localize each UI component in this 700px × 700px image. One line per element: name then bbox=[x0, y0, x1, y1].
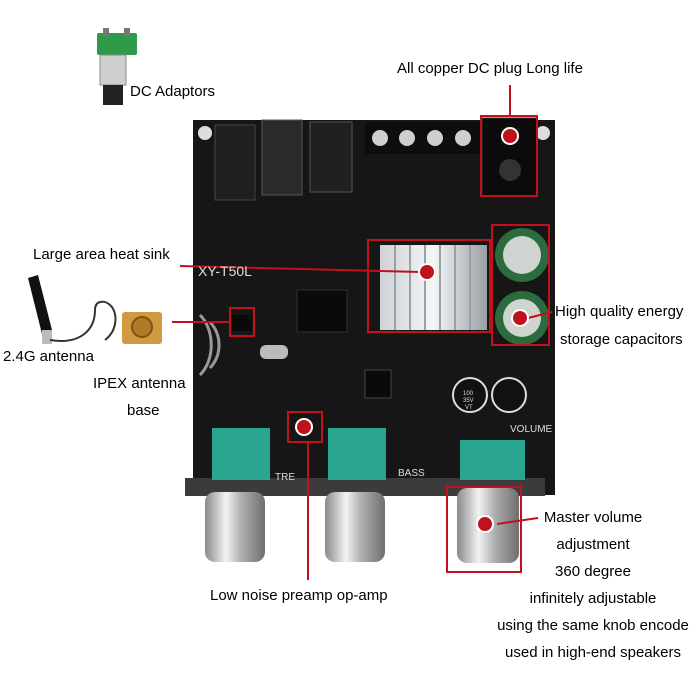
svg-text:BASS: BASS bbox=[398, 468, 425, 479]
svg-text:100: 100 bbox=[463, 391, 474, 397]
ipex-base-icon bbox=[122, 312, 162, 344]
label-dc-plug: All copper DC plug Long life bbox=[397, 60, 583, 77]
label-heat-sink: Large area heat sink bbox=[33, 246, 170, 263]
label-dc-adaptors: DC Adaptors bbox=[130, 83, 216, 100]
label-cap-1: High quality energy bbox=[555, 303, 684, 320]
label-opamp: Low noise preamp op-amp bbox=[210, 587, 388, 604]
callout-lines bbox=[172, 85, 553, 580]
board-model: XY-T50L bbox=[198, 263, 252, 279]
label-ipex-2: base bbox=[127, 402, 160, 419]
antenna-icon bbox=[28, 275, 117, 344]
dc-adaptor-icon bbox=[97, 28, 137, 105]
callout-dots bbox=[295, 127, 529, 533]
label-antenna: 2.4G antenna bbox=[3, 348, 94, 365]
label-ipex-1: IPEX antenna bbox=[93, 375, 186, 392]
label-cap-2: storage capacitors bbox=[560, 331, 683, 348]
svg-text:VOLUME: VOLUME bbox=[510, 424, 553, 435]
svg-text:TRE: TRE bbox=[275, 472, 295, 483]
label-volume-block: Master volume adjustment 360 degree infi… bbox=[497, 509, 689, 661]
svg-text:VT: VT bbox=[465, 405, 473, 411]
svg-text:35V: 35V bbox=[463, 398, 474, 404]
